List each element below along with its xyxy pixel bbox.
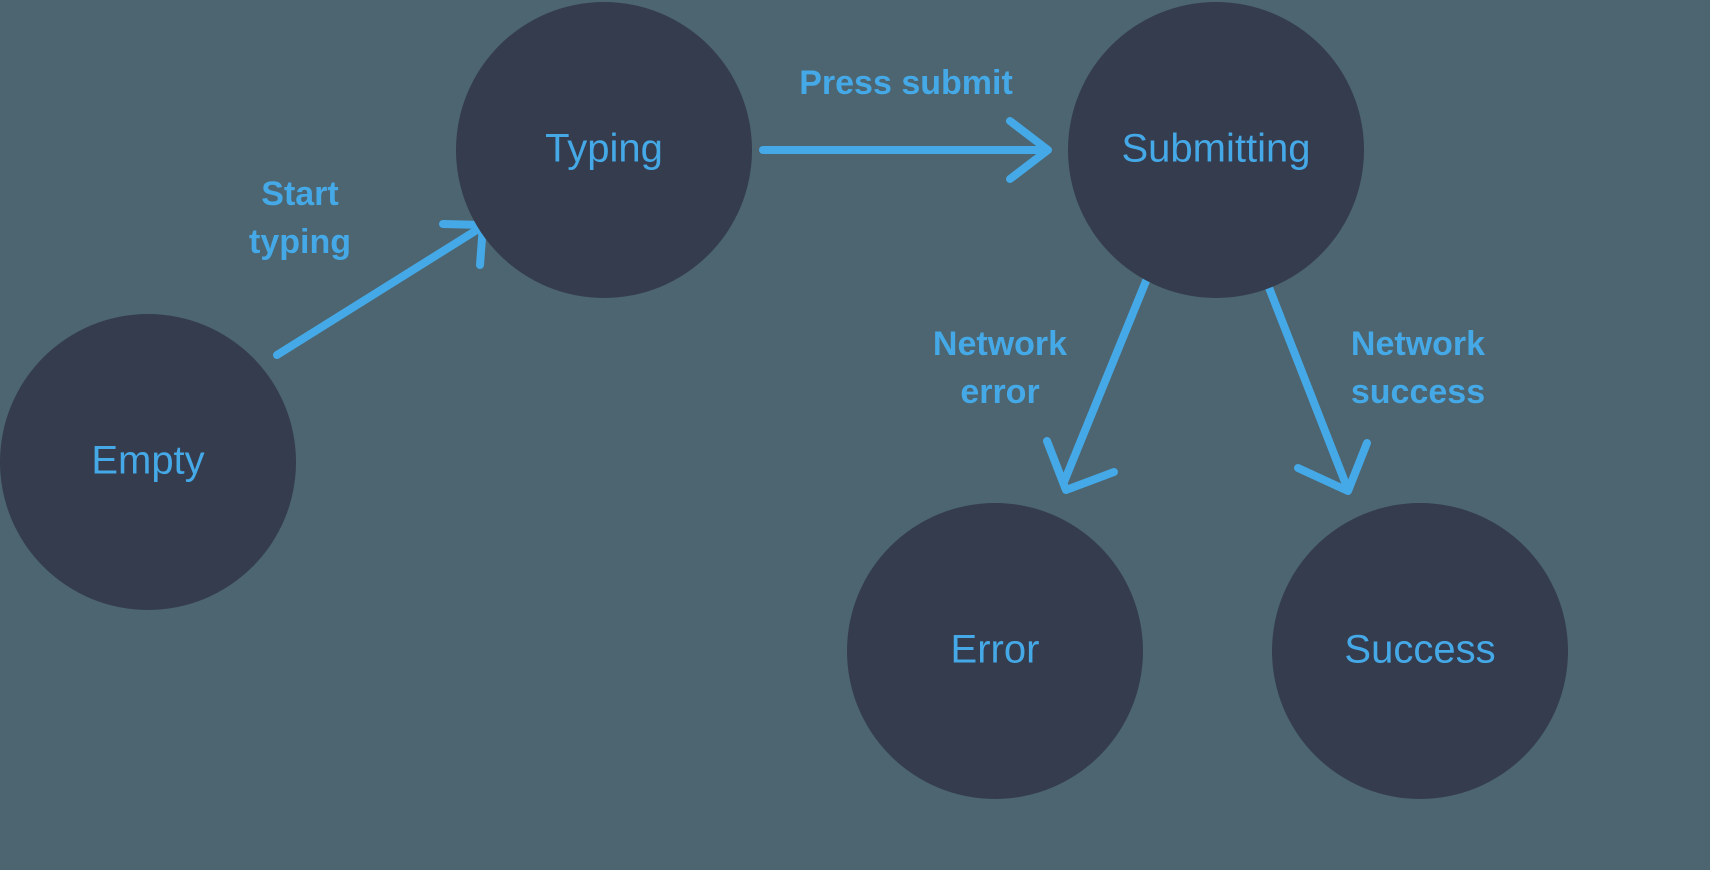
state-node-error[interactable]: Error xyxy=(847,503,1143,799)
state-node-submitting[interactable]: Submitting xyxy=(1068,2,1364,298)
arrowhead-icon-press-submit xyxy=(1006,117,1052,183)
edge-line-network-success xyxy=(1262,276,1349,486)
state-label-typing: Typing xyxy=(545,127,663,171)
edge-label-line: success xyxy=(1351,373,1485,411)
edge-label-press-submit: Press submit xyxy=(799,64,1013,102)
state-label-success: Success xyxy=(1344,628,1495,672)
state-node-success[interactable]: Success xyxy=(1272,503,1568,799)
arrowhead-icon-network-success xyxy=(1294,439,1371,495)
state-circle-empty[interactable] xyxy=(0,314,296,610)
state-circle-success[interactable] xyxy=(1272,503,1568,799)
edge-label-start-typing: Start typing xyxy=(249,175,351,261)
edge-label-network-success: Network success xyxy=(1351,325,1485,411)
state-node-empty[interactable]: Empty xyxy=(0,314,296,610)
edges-layer xyxy=(273,117,1371,495)
edge-line-network-error xyxy=(1060,277,1150,486)
edge-label-line: Press submit xyxy=(799,64,1013,102)
state-node-typing[interactable]: Typing xyxy=(456,2,752,298)
edge-label-line: Start xyxy=(261,175,338,213)
edge-label-line: Network xyxy=(1351,325,1485,363)
state-label-error: Error xyxy=(951,628,1040,672)
state-circle-error[interactable] xyxy=(847,503,1143,799)
state-circle-typing[interactable] xyxy=(456,2,752,298)
state-label-submitting: Submitting xyxy=(1122,127,1311,171)
edge-label-line: error xyxy=(960,373,1039,411)
edge-network-success xyxy=(1262,276,1371,495)
edge-line-start-typing xyxy=(273,224,484,359)
arrowhead-icon-network-error xyxy=(1043,437,1118,494)
edge-network-error xyxy=(1043,277,1150,494)
edge-label-network-error: Network error xyxy=(933,325,1067,411)
state-label-empty: Empty xyxy=(91,439,204,483)
state-circle-submitting[interactable] xyxy=(1068,2,1364,298)
edge-press-submit xyxy=(759,117,1052,183)
edge-label-line: Network xyxy=(933,325,1067,363)
edge-label-line: typing xyxy=(249,223,351,261)
